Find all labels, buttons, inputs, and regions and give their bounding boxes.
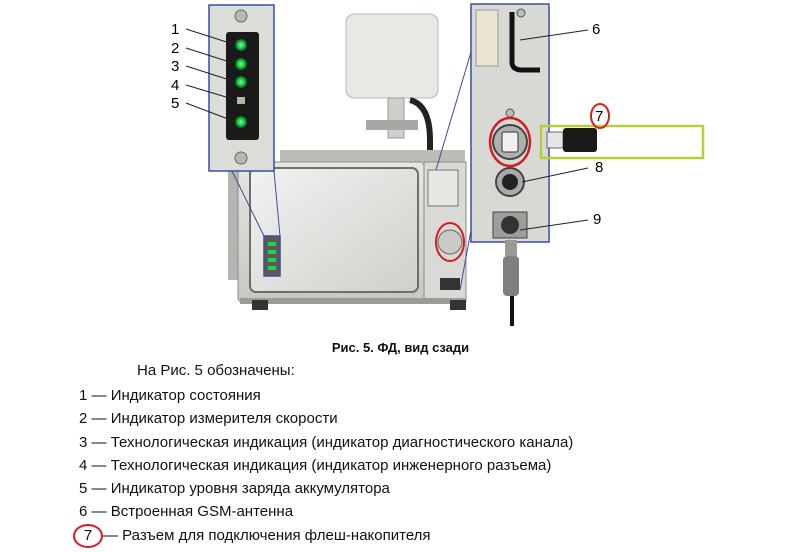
right-callouts: 6 7 8 9 [519,21,610,231]
engineering-connector-led [237,97,245,104]
legend-list: 1 — Индикатор состояния 2 — Индикатор из… [73,384,574,548]
gsm-antenna-drawing [345,13,439,160]
legend-item: 1 — Индикатор состояния [79,387,261,404]
callout-4: 4 [171,77,179,94]
legend-number: 5 [79,480,88,498]
legend-item: 2 — Индикатор измерителя скорости [79,410,338,428]
led-panel-zoom [208,4,275,172]
callout-5: 5 [171,95,179,112]
battery-led [235,116,247,128]
legend-intro: На Рис. 5 обозначены: [137,362,295,379]
speed-meter-led [235,58,247,70]
callout-3: 3 [171,58,179,75]
flash-drive-drawing [546,128,597,152]
legend-item: 3 — Технологическая индикация (индикатор… [79,433,574,451]
connector-panel-zoom [470,3,550,243]
callout-6: 6 [592,21,600,38]
legend-item: 6 — Встроенная GSM-антенна [79,503,294,521]
legend-item: 4 — Технологическая индикация (индикатор… [79,456,552,474]
device-body-drawing [228,150,467,310]
legend-text: Индикатор измерителя скорости [110,410,338,428]
legend-text: Индикатор состояния [110,387,261,404]
legend-number: 3 [79,433,88,451]
power-cable-drawing [503,240,519,326]
legend-text: Индикатор уровня заряда аккумулятора [110,480,390,498]
legend-number-circled: 7 [73,523,103,548]
legend-item: 7— Разъем для подключения флеш-накопител… [73,523,573,548]
legend-text: Технологическая индикация (индикатор диа… [110,433,574,451]
legend-number: 6 [79,503,88,521]
legend-text: Встроенная GSM-антенна [110,503,294,521]
status-led [235,39,247,51]
legend-number: 2 [79,410,88,428]
legend-number: 4 [79,456,88,474]
left-callouts: 1 2 3 4 5 [171,21,237,123]
flash-drive-box [539,124,705,160]
diagnostic-led [235,76,247,88]
callout-7: 7 [595,108,603,125]
device-figure: 1 2 3 4 5 6 [171,3,705,326]
callout-8: 8 [595,159,603,176]
usb-connector-highlight [488,116,532,168]
legend-text: Разъем для подключения флеш-накопителя [122,526,431,544]
side-connector-highlight [435,222,465,262]
device-rear-view-illustration: 1 2 3 4 5 6 [171,3,705,326]
legend-item: 5 — Индикатор уровня заряда аккумулятора [79,480,390,498]
callout-1: 1 [171,21,179,38]
figure-caption: Рис. 5. ФД, вид сзади [331,340,470,355]
callout-2: 2 [171,40,179,57]
callout-9: 9 [593,211,601,228]
legend-text: Технологическая индикация (индикатор инж… [110,456,552,474]
legend-number: 1 [79,387,88,404]
